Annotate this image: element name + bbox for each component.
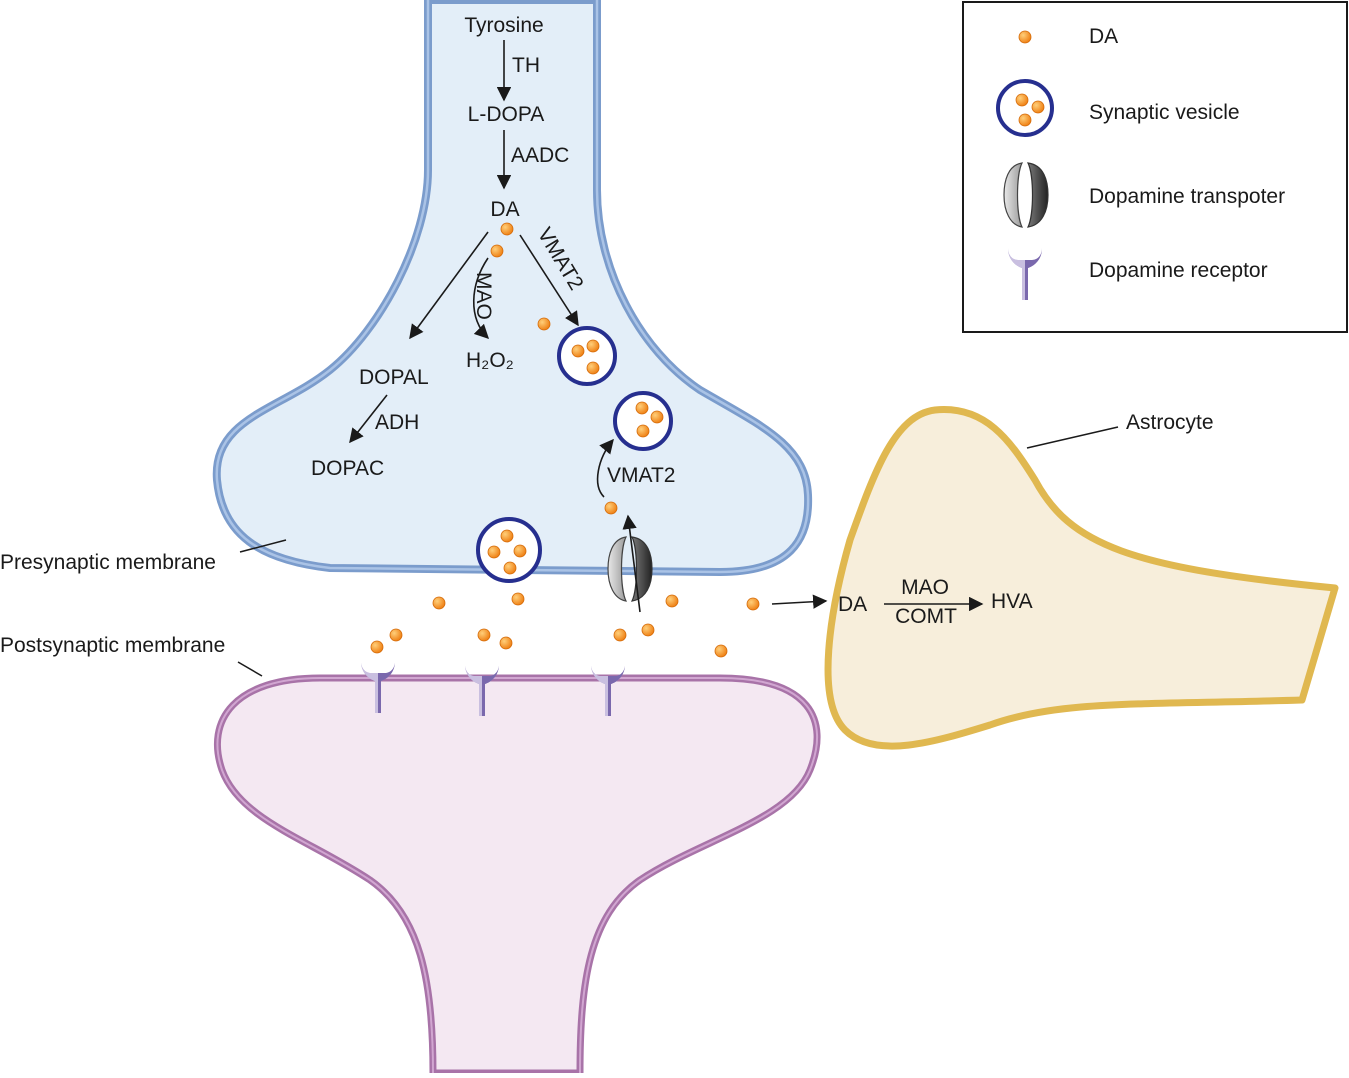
vmat2-arrow-lower: [596, 438, 614, 498]
hva-label: HVA: [991, 590, 1033, 613]
astrocyte-shape: [824, 406, 1339, 750]
adh-label: ADH: [375, 411, 419, 434]
legend-vesicle-icon: [996, 79, 1054, 137]
dopal-arrow: [409, 231, 489, 340]
postsynaptic-neuron: [214, 674, 821, 1077]
legend-vesicle-label: Synaptic vesicle: [1089, 101, 1240, 124]
adh-arrow: [349, 394, 388, 444]
da-dot: [613, 628, 627, 642]
da-dot: [490, 244, 504, 258]
th-label: TH: [512, 54, 540, 77]
vmat2-label-lower: VMAT2: [607, 464, 675, 487]
da-dot: [511, 592, 525, 606]
dopal-label: DOPAL: [359, 366, 429, 389]
da-dot: [641, 623, 655, 637]
reuptake-arrow: [622, 514, 641, 613]
synaptic-vesicle: [613, 391, 673, 451]
presynaptic-membrane-shape: [212, 0, 813, 576]
da-dot: [537, 317, 551, 331]
mao-label: MAO: [472, 272, 495, 320]
da-label: DA: [490, 198, 519, 221]
da-dot: [604, 501, 618, 515]
legend-transporter-label: Dopamine transpoter: [1089, 185, 1285, 208]
dopac-label: DOPAC: [311, 457, 384, 480]
vmat2-arrow-upper: [519, 234, 579, 327]
da-dot: [370, 640, 384, 654]
presynaptic-membrane-label: Presynaptic membrane: [0, 551, 216, 574]
da-dot: [477, 628, 491, 642]
postsynaptic-leader-line: [237, 661, 263, 677]
da-dot: [500, 222, 514, 236]
mao-arrow: [472, 257, 490, 340]
legend-da-label: DA: [1089, 25, 1118, 48]
astrocyte-mao-label: MAO: [901, 576, 949, 599]
astrocyte-comt-label: COMT: [895, 605, 957, 628]
da-dot: [714, 644, 728, 658]
astrocyte-leader-line: [1026, 426, 1119, 449]
legend-receptor-label: Dopamine receptor: [1089, 259, 1268, 282]
postsynaptic-membrane-label: Postsynaptic membrane: [0, 634, 225, 657]
da-dot: [389, 628, 403, 642]
h2o2-label: H₂O₂: [466, 349, 514, 372]
legend: DA Synaptic vesicle Dopamine transpoter …: [962, 1, 1348, 333]
da-dot: [432, 596, 446, 610]
astrocyte-da-label: DA: [838, 593, 867, 616]
presynaptic-leader-line: [239, 539, 287, 553]
da-dot: [746, 597, 760, 611]
uptake-astrocyte-arrow: [771, 594, 828, 609]
astrocyte-label: Astrocyte: [1126, 411, 1214, 434]
ldopa-label: L-DOPA: [468, 103, 545, 126]
synaptic-vesicle: [557, 326, 617, 386]
synaptic-vesicle: [476, 517, 542, 583]
astrocyte: [824, 406, 1339, 750]
tyrosine-label: Tyrosine: [464, 14, 543, 37]
legend-da-icon: [1018, 30, 1032, 44]
aadc-label: AADC: [511, 144, 569, 167]
da-dot: [665, 594, 679, 608]
postsynaptic-membrane-shape: [214, 674, 821, 1077]
da-dot: [499, 636, 513, 650]
presynaptic-terminal: [212, 0, 813, 576]
